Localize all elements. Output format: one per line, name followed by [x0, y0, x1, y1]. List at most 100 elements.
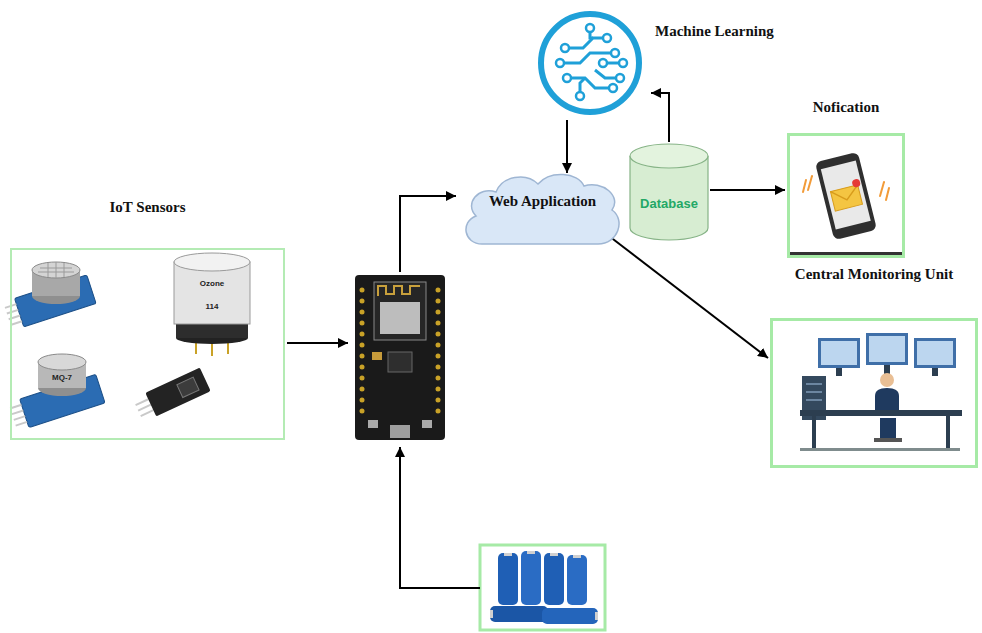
phone-icon: [880, 182, 884, 196]
nodemcu-board: [436, 387, 441, 392]
battery-pack: [542, 608, 598, 624]
node-box: Web Application: [460, 170, 625, 246]
ml-icon: [565, 38, 607, 48]
battery-pack: [550, 553, 558, 556]
module-sensor: [136, 399, 149, 405]
monitoring-room: [866, 333, 908, 365]
module-sensor: [133, 368, 211, 423]
monitoring-room: [800, 410, 962, 416]
nodemcu-board: [360, 332, 365, 337]
ozone-sensor: [174, 253, 250, 356]
nodemcu-board: [422, 420, 432, 428]
nodemcu-board: [436, 343, 441, 348]
db-shape: [628, 142, 710, 242]
phone-icon: [886, 188, 889, 200]
nodemcu-board: [388, 352, 412, 372]
gas-sensor: [38, 262, 74, 278]
battery-pack: [490, 610, 493, 618]
nodemcu-board: [436, 354, 441, 359]
monitoring-room: [818, 338, 860, 368]
nodemcu-board: [360, 409, 365, 414]
nodemcu-board: [436, 398, 441, 403]
monitoring-room: [806, 391, 822, 393]
battery-pack: [480, 545, 605, 630]
monitoring-room: [880, 373, 894, 387]
battery-pack: [504, 553, 512, 556]
phone-icon: [830, 185, 862, 211]
monitoring-room: [836, 368, 842, 376]
phone-icon: [830, 185, 860, 203]
nodemcu-board: [368, 420, 378, 428]
nodemcu-board: [360, 299, 365, 304]
gas-sensor: [64, 263, 65, 277]
gas-sensor: [7, 310, 18, 314]
ml-icon: [611, 49, 619, 57]
nodemcu-board: [436, 365, 441, 370]
battery-pack: [498, 553, 518, 605]
mq7-sensor: [38, 354, 86, 370]
ml-icon: [616, 74, 624, 82]
monitoring-room: [800, 333, 962, 451]
gas-sensor: [48, 263, 49, 277]
phone-icon: [790, 152, 902, 255]
nodemcu-board: [360, 321, 365, 326]
monitoring-room: [917, 341, 953, 365]
battery-pack: [527, 551, 535, 554]
monitoring-room: [806, 384, 822, 400]
nodemcu-board: [436, 332, 441, 337]
module-sensor: [145, 368, 210, 417]
layout-wire: [400, 447, 480, 588]
gas-sensor: [56, 262, 57, 278]
battery-pack: [567, 555, 587, 605]
node-box: Machine Learning: [535, 8, 645, 118]
phone-icon: [815, 152, 877, 240]
part-label: Ozone: [200, 279, 224, 288]
nodemcu-board: [378, 286, 420, 296]
phone-icon: [803, 180, 806, 192]
battery-pack: [521, 551, 541, 605]
ml-icon: [609, 84, 617, 92]
battery-pack: [490, 606, 548, 622]
nodemcu-board: [360, 288, 441, 414]
battery-pack: [490, 551, 598, 620]
layout-wire: [287, 342, 348, 344]
monitoring-room: [932, 368, 938, 376]
monitoring-room: [874, 438, 902, 442]
nodemcu-board: [436, 288, 441, 293]
ml-icon: [603, 34, 611, 42]
mq7-sensor: [14, 416, 25, 420]
monitoring-room: [800, 448, 960, 451]
phone-icon: [851, 178, 861, 188]
monitoring-room: [806, 383, 822, 385]
ml-icon: [541, 14, 639, 112]
nodemcu-board: [360, 376, 365, 381]
nodemcu-board: [355, 275, 445, 440]
connector-arrow: [710, 189, 785, 191]
phone-icon: [821, 161, 871, 230]
gas-sensor: [3, 262, 96, 331]
nodemcu-board: [436, 376, 441, 381]
nodemcu-board: [355, 275, 445, 440]
node-label: Machine Learning: [655, 22, 774, 40]
connector-arrow: [609, 236, 768, 358]
mq7-sensor: [12, 410, 23, 414]
nodemcu-board: [360, 365, 365, 370]
ml-icon: [556, 59, 564, 67]
nodemcu-board: [360, 398, 365, 403]
phone-icon: [815, 152, 877, 240]
connector-arrow: [566, 120, 568, 173]
mq7-sensor: [10, 405, 27, 426]
module-sensor: [141, 410, 154, 416]
nodemcu-board: [360, 343, 365, 348]
database-cylinder: [630, 156, 708, 240]
ml-icon: [576, 92, 584, 100]
monitoring-room: [880, 418, 896, 438]
mq7-sensor: [16, 422, 27, 426]
battery-pack: [595, 612, 598, 620]
monitoring-room: [875, 388, 899, 410]
layout-wire: [400, 196, 456, 272]
ml-icon: [599, 59, 607, 67]
node-label: Central Monitoring Unit: [795, 265, 953, 283]
battery-pack: [544, 553, 564, 605]
